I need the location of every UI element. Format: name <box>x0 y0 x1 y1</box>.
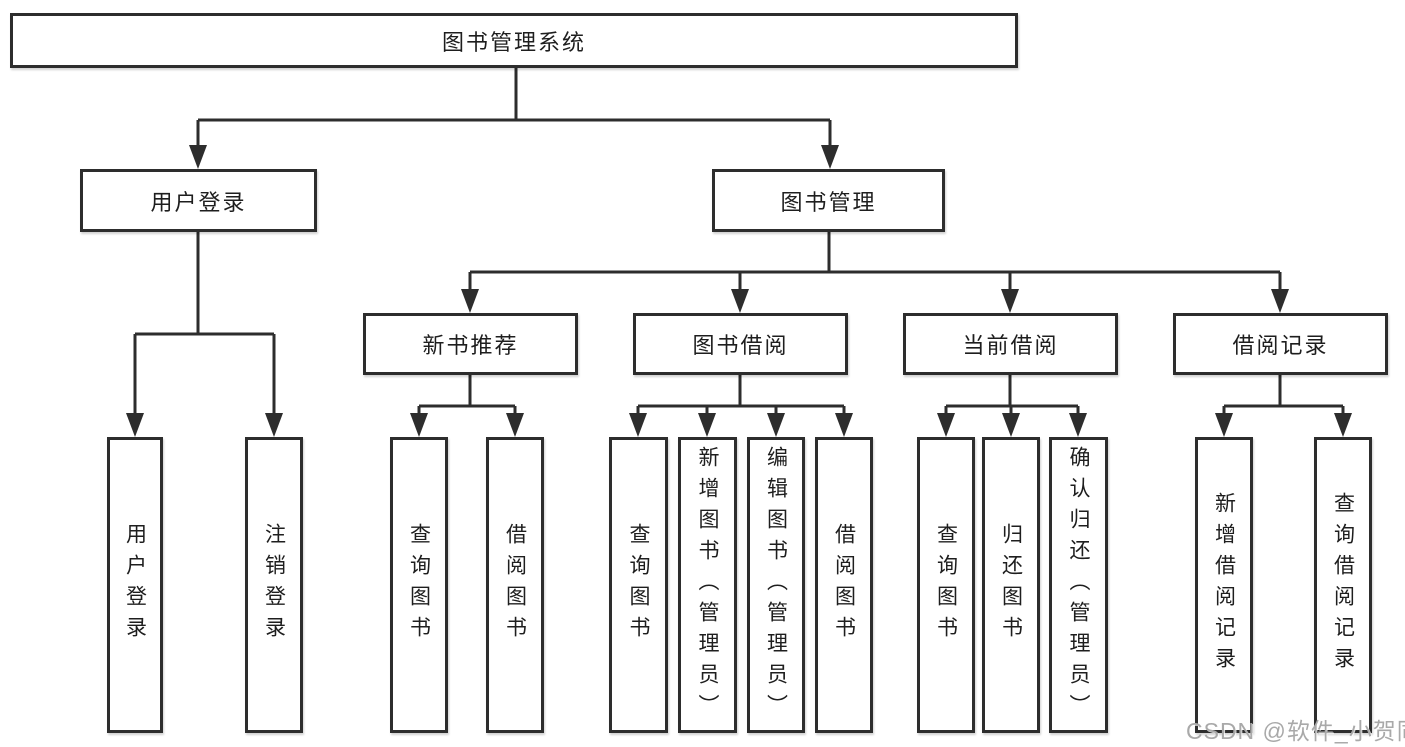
node-label: 新增图书（管理员） <box>696 445 719 725</box>
node-label: 图书借阅 <box>692 333 789 358</box>
node-label: 新增借阅记录 <box>1212 492 1236 678</box>
node-book-management: 图书管理 <box>712 169 945 232</box>
node-label: 查询图书 <box>627 523 650 647</box>
leaf-confirm-return-admin: 确认归还（管理员） <box>1049 437 1108 733</box>
node-root: 图书管理系统 <box>10 13 1018 68</box>
node-current-borrowing: 当前借阅 <box>903 313 1118 375</box>
node-label: 注销登录 <box>262 523 286 647</box>
leaf-borrow-books-borrowing: 借阅图书 <box>815 437 873 733</box>
leaf-user-login: 用户登录 <box>107 437 163 733</box>
node-label: 新书推荐 <box>422 333 519 358</box>
node-label: 归还图书 <box>999 523 1023 647</box>
leaf-borrow-books-recommend: 借阅图书 <box>486 437 544 733</box>
node-borrowing-records: 借阅记录 <box>1173 313 1388 375</box>
node-label: 用户登录 <box>150 189 247 215</box>
node-label: 查询借阅记录 <box>1331 492 1355 678</box>
node-user-login: 用户登录 <box>80 169 317 232</box>
node-book-borrowing: 图书借阅 <box>633 313 848 375</box>
node-label: 确认归还（管理员） <box>1067 445 1090 725</box>
node-label: 借阅图书 <box>503 523 527 647</box>
node-label: 图书管理 <box>780 189 877 215</box>
node-label: 查询图书 <box>407 523 431 647</box>
csdn-watermark: CSDN @软件_小贺同学 <box>1186 718 1405 744</box>
leaf-query-books-borrowing: 查询图书 <box>609 437 668 733</box>
node-label: 编辑图书（管理员） <box>764 445 788 725</box>
leaf-return-books: 归还图书 <box>982 437 1040 733</box>
arrowheads <box>126 145 1352 437</box>
leaf-edit-book-admin: 编辑图书（管理员） <box>747 437 805 733</box>
leaf-query-books-recommend: 查询图书 <box>390 437 448 733</box>
node-label: 借阅记录 <box>1232 333 1329 358</box>
node-label: 借阅图书 <box>832 523 856 647</box>
node-label: 查询图书 <box>934 523 958 647</box>
leaf-add-borrow-record: 新增借阅记录 <box>1195 437 1253 733</box>
leaf-add-book-admin: 新增图书（管理员） <box>678 437 737 733</box>
leaf-logout: 注销登录 <box>245 437 303 733</box>
leaf-query-books-current: 查询图书 <box>917 437 975 733</box>
node-label: 图书管理系统 <box>441 29 586 55</box>
node-label: 当前借阅 <box>962 333 1059 358</box>
leaf-query-borrow-record: 查询借阅记录 <box>1314 437 1372 733</box>
node-new-book-recommendation: 新书推荐 <box>363 313 578 375</box>
node-label: 用户登录 <box>123 523 147 647</box>
connector-paths <box>133 68 1345 415</box>
